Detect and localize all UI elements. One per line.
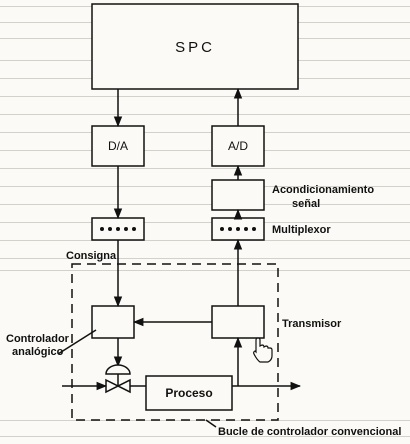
multiplexor-dots xyxy=(100,227,256,231)
transmisor-box xyxy=(211,305,265,339)
proceso-box xyxy=(145,375,233,411)
acondicionamiento-label: Acondicionamiento xyxy=(272,184,374,196)
spc-label: SPC xyxy=(175,39,215,56)
da-box xyxy=(91,125,145,167)
proceso-label: Proceso xyxy=(165,386,212,400)
spc-box xyxy=(91,3,299,90)
controlador-label: Controlador xyxy=(6,333,70,345)
senal-label: señal xyxy=(292,198,320,210)
transmisor-label: Transmisor xyxy=(282,318,342,330)
controlador-box xyxy=(91,305,135,339)
valve-actuator xyxy=(105,364,131,375)
da-label: D/A xyxy=(108,139,128,153)
ad-label: A/D xyxy=(228,139,248,153)
ad-box xyxy=(211,125,265,167)
leader-controlador xyxy=(57,329,97,355)
acondicionamiento-box xyxy=(211,179,265,211)
bucle-label: Bucle de controlador convencional xyxy=(218,426,401,438)
analogico-label: analógico xyxy=(12,346,64,358)
hand-cursor-icon xyxy=(253,337,273,363)
multiplexor-label: Multiplexor xyxy=(272,224,331,236)
bucle-boundary xyxy=(71,263,279,421)
leader-bucle xyxy=(205,419,217,428)
consigna-label: Consigna xyxy=(66,250,117,262)
